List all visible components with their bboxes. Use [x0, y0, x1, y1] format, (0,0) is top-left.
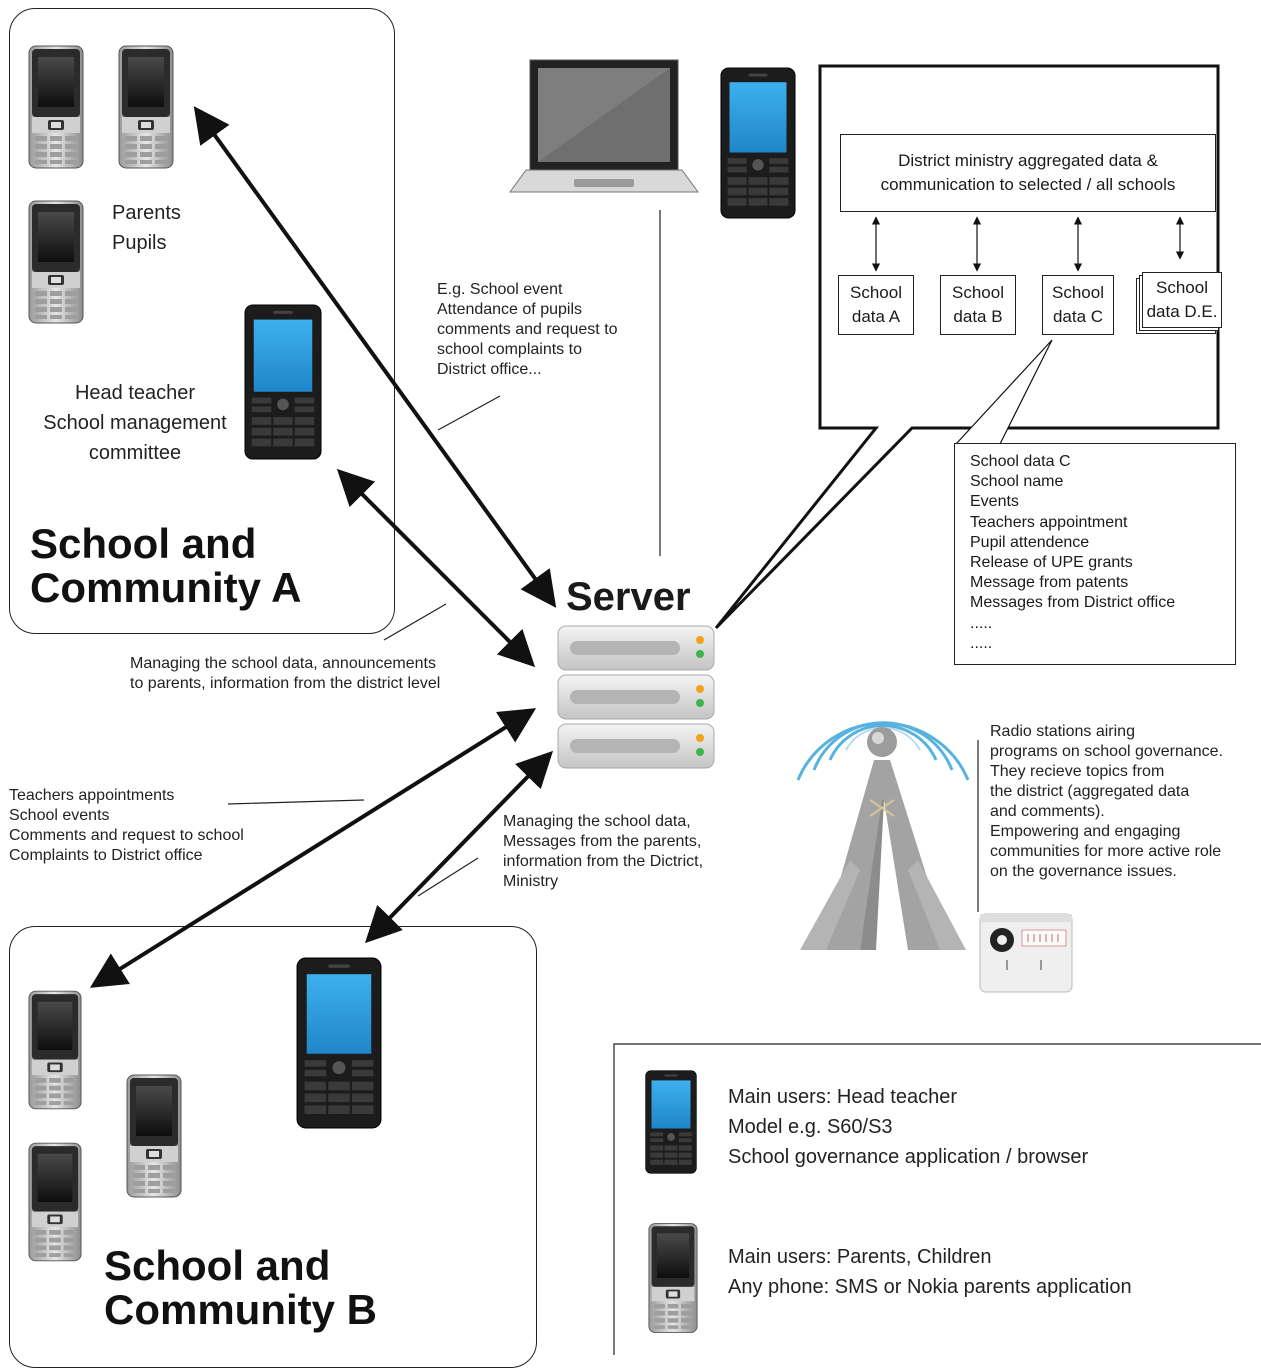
server-icon: [557, 625, 715, 769]
radio-tower-icon: [796, 721, 970, 950]
detail-item: Teachers appointment: [970, 513, 1128, 531]
detail-item: Pupil attendence: [970, 533, 1090, 551]
school-b-panel: [9, 926, 537, 1368]
managing-a-note: Managing the school data, announcements …: [130, 655, 441, 692]
detail-item: .....: [970, 634, 993, 652]
radio-device-icon: [979, 913, 1073, 993]
detail-item: School name: [970, 473, 1064, 491]
parents-pupils-label: Parents Pupils: [112, 202, 181, 254]
detail-item: School data C: [970, 453, 1071, 470]
legend-smartphone-line: School governance application / browser: [728, 1146, 1089, 1168]
event-note: E.g. School event Attendance of pupils c…: [437, 281, 618, 378]
detail-list: School data C School name Events Teacher…: [970, 452, 1175, 654]
legend-basic-phone-icon: [648, 1216, 698, 1340]
detail-item: .....: [970, 614, 993, 632]
school-data-c: School data C: [1042, 275, 1114, 335]
detail-item: Message from patents: [970, 574, 1129, 592]
teachers-note: Teachers appointments School events Comm…: [9, 787, 244, 864]
school-b-title: School and Community B: [104, 1242, 377, 1333]
school-data-de: School data D.E.: [1142, 272, 1222, 328]
legend-smartphone-icon: [645, 1068, 697, 1176]
detail-list-box: [954, 443, 1236, 665]
server-title: Server: [566, 575, 691, 619]
detail-item: Events: [970, 493, 1019, 511]
legend-smartphone-line: Model e.g. S60/S3: [728, 1116, 893, 1138]
school-data-b: School data B: [940, 275, 1016, 335]
managing-b-note: Managing the school data, Messages from …: [503, 813, 704, 890]
detail-item: Messages from District office: [970, 594, 1176, 612]
detail-item: Release of UPE grants: [970, 554, 1133, 572]
radio-note: Radio stations airing programs on school…: [990, 723, 1224, 880]
laptop-icon: [509, 59, 699, 193]
legend-basic-phone-line: Any phone: SMS or Nokia parents applicat…: [728, 1276, 1132, 1298]
legend-basic-phone-text: Main users: Parents, Children Any phone:…: [728, 1242, 1132, 1302]
school-data-de-stack: School data D.E.: [1136, 270, 1222, 334]
legend-smartphone-line: Main users: Head teacher: [728, 1086, 958, 1108]
legend-smartphone-text: Main users: Head teacher Model e.g. S60/…: [728, 1082, 1088, 1172]
school-data-a: School data A: [838, 275, 914, 335]
legend-basic-phone-line: Main users: Parents, Children: [728, 1246, 992, 1268]
district-header-box: District ministry aggregated data & comm…: [840, 134, 1216, 212]
